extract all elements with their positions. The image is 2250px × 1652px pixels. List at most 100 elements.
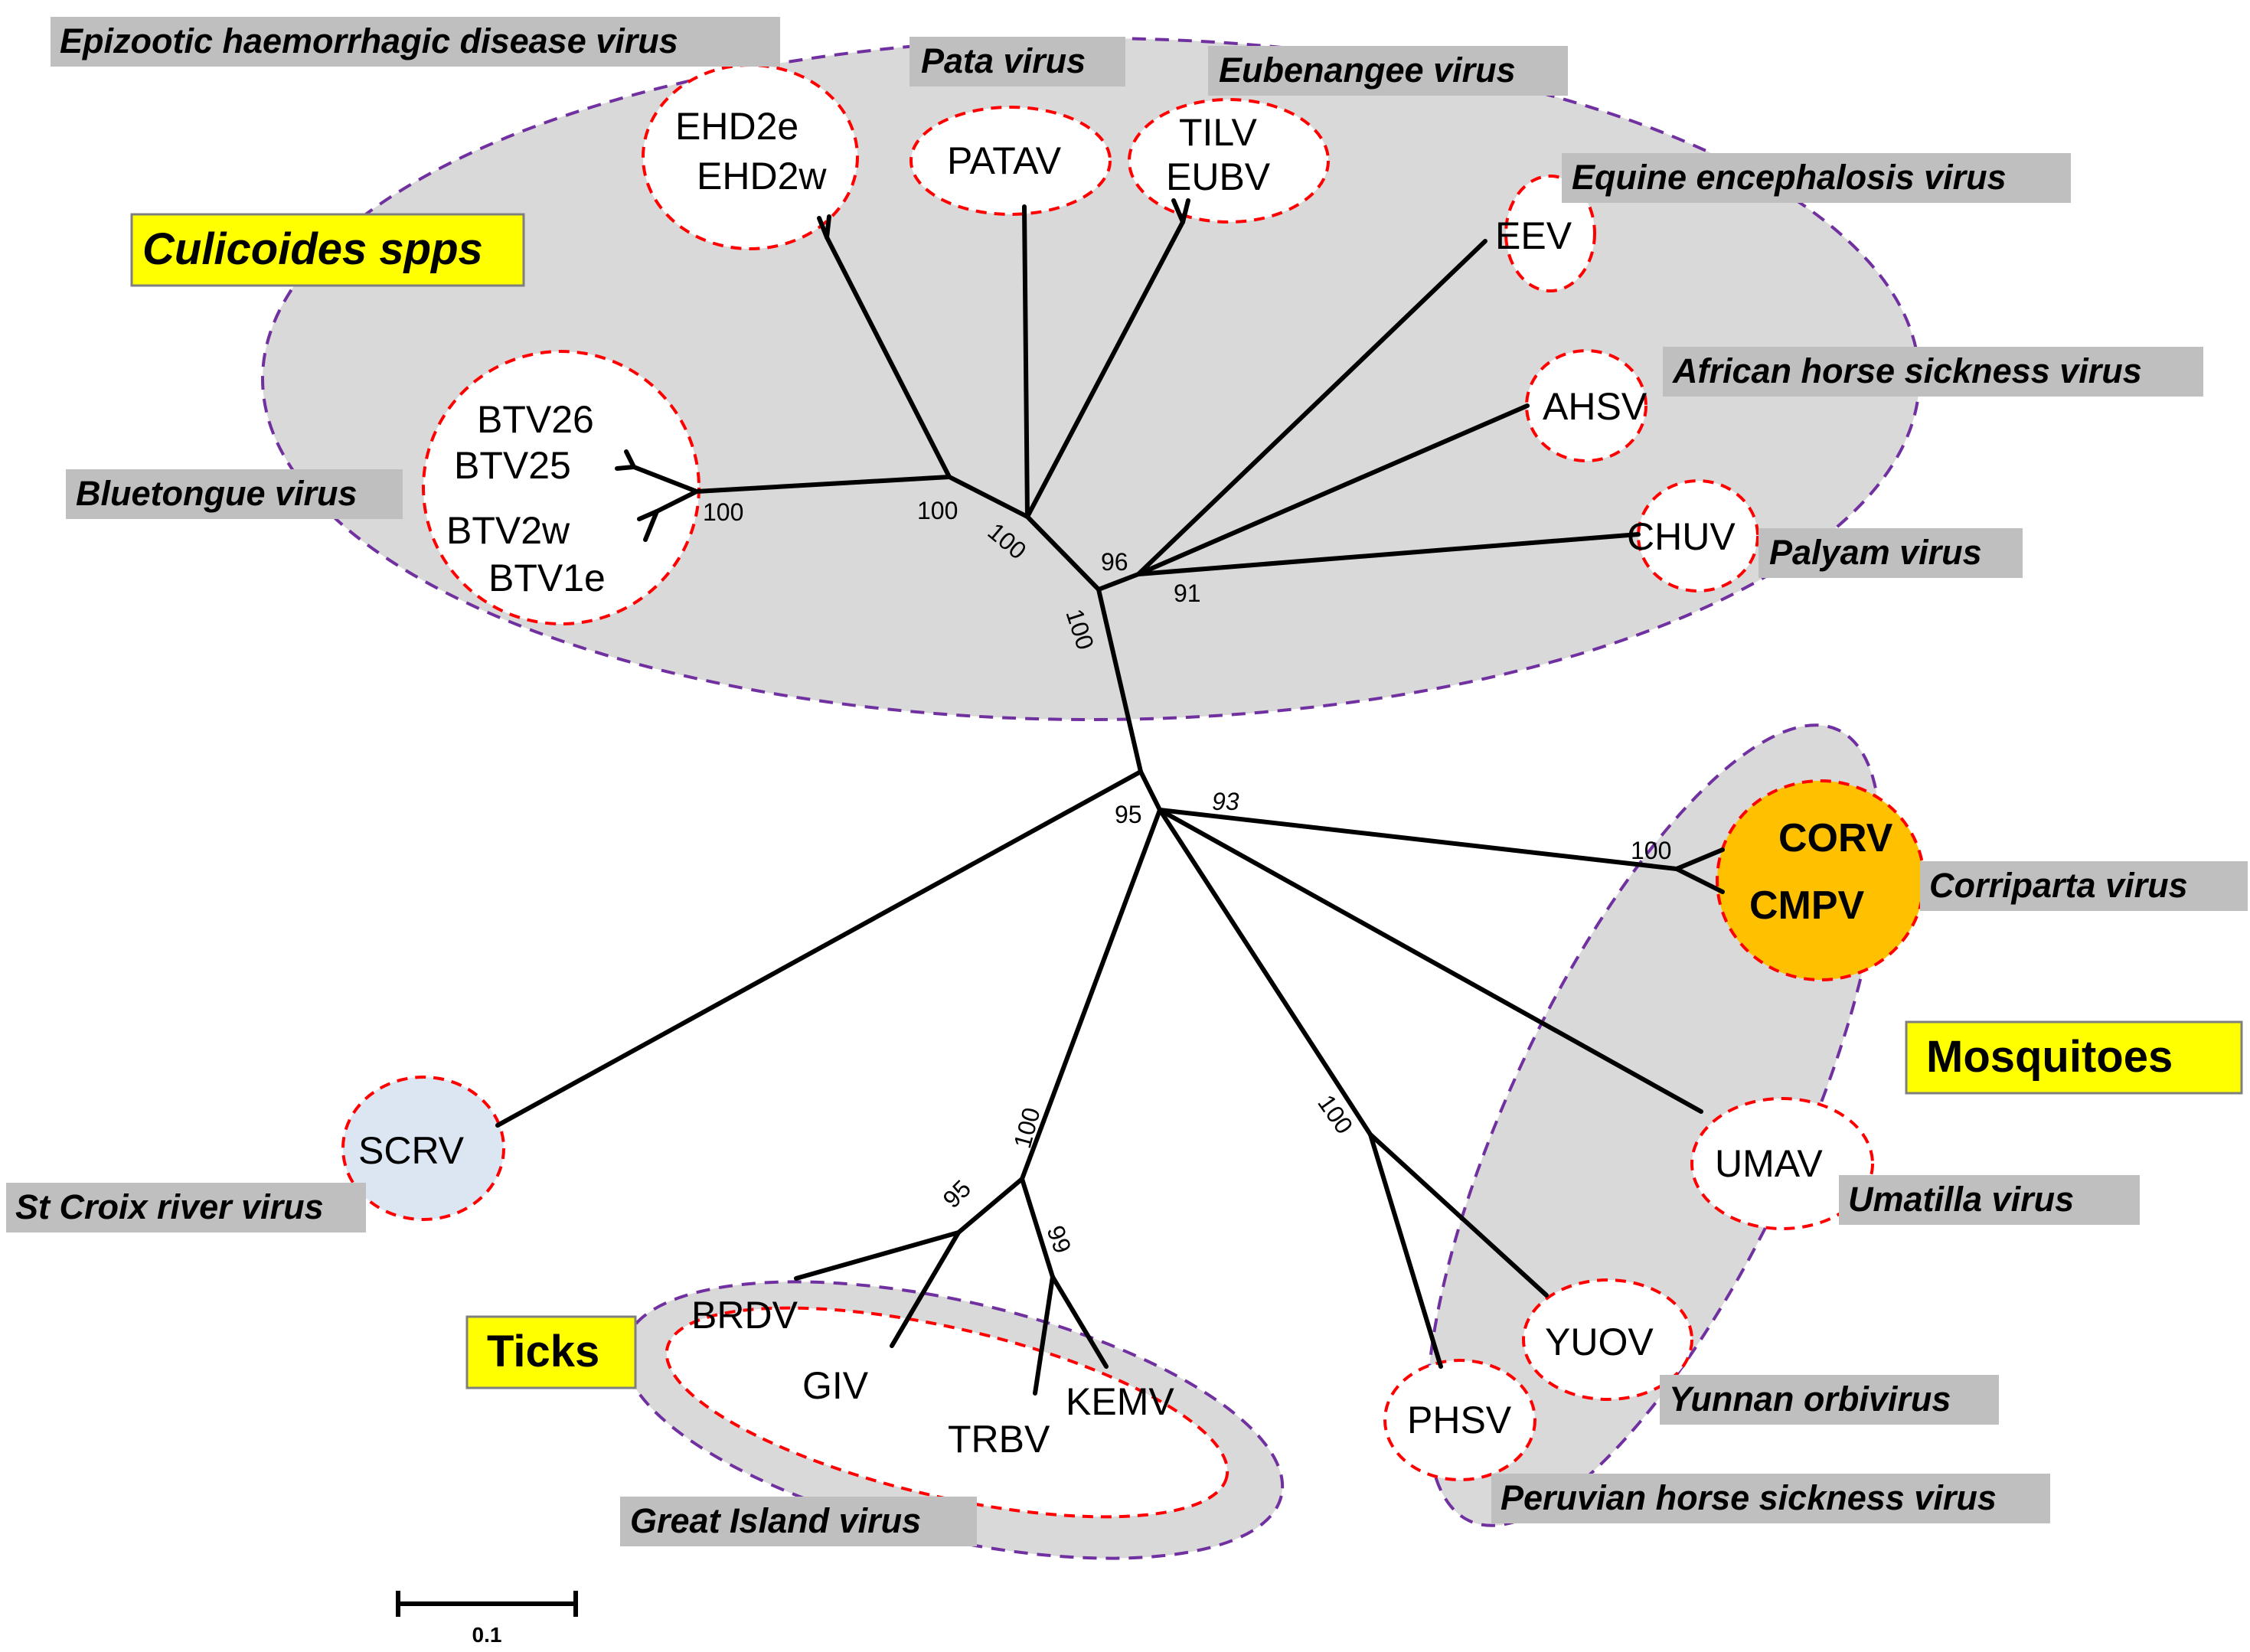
eubenangee-circle [1128, 98, 1330, 224]
tip-btv25: BTV25 [454, 444, 571, 487]
corriparta-circle [1716, 779, 1925, 981]
branch-corv [1674, 847, 1725, 871]
bootstrap-yuov: 100 [1312, 1089, 1358, 1138]
branch-root-to-mosq [1138, 769, 1162, 812]
branch-to-yuov [1368, 1132, 1549, 1298]
virus-name-ahsv: African horse sickness virus [1672, 351, 2142, 390]
tip-brdv: BRDV [691, 1294, 798, 1337]
chuv-circle [1637, 479, 1759, 593]
branch-to-trbv [1033, 1275, 1055, 1396]
branch-ehd-node-to-btv [694, 475, 952, 494]
branch-btv25 [632, 465, 699, 494]
yuov-circle [1522, 1278, 1693, 1401]
branch-to-phsv [1368, 1132, 1443, 1369]
branch-culi-to-ahsv-node [1096, 572, 1141, 592]
bootstrap-root: 95 [1115, 801, 1142, 828]
branch-to-umav [1158, 808, 1703, 1114]
virus-name-yunnan: Yunnan orbivirus [1669, 1379, 1951, 1419]
tip-ehd2e: EHD2e [675, 105, 798, 148]
branch-ehd-tip-b [825, 214, 831, 240]
branch-to-chuv [1136, 532, 1641, 576]
virus-name-eubenangee: Eubenangee virus [1219, 51, 1516, 90]
virus-name-pata: Pata virus [921, 41, 1086, 80]
tip-btv2w: BTV2w [446, 509, 570, 552]
branch-to-tick-node [1020, 808, 1162, 1181]
tree-branches [495, 198, 1725, 1396]
bootstrap-giv: 95 [937, 1174, 976, 1213]
vector-label-ticks: Ticks [487, 1327, 599, 1376]
virus-name-eev: Equine encephalosis virus [1572, 158, 2007, 197]
great-island-circle [665, 1306, 1229, 1519]
branch-root-to-scrv [495, 769, 1143, 1128]
tip-eev: EEV [1495, 214, 1572, 257]
tip-btv1e: BTV1e [488, 557, 606, 599]
branch-to-corv-node [1158, 808, 1679, 871]
branch-to-yuov-node [1158, 808, 1373, 1137]
branch-to-ahsv [1136, 403, 1530, 576]
bootstrap-chuv: 91 [1174, 580, 1201, 607]
branch-cmpv [1674, 867, 1725, 894]
bootstrap-ahsv: 96 [1101, 548, 1128, 576]
tip-yuov: YUOV [1545, 1321, 1654, 1363]
tip-patav: PATAV [947, 139, 1062, 182]
virus-name-labels: Epizootic haemorrhagic disease virus Pat… [6, 17, 2248, 1546]
tip-giv: GIV [802, 1364, 869, 1407]
tip-ehd2w: EHD2w [697, 155, 827, 198]
branch-btv26 [624, 449, 636, 469]
bootstrap-tick: 100 [1008, 1105, 1046, 1151]
branch-ehd-node-to-ehd [825, 235, 952, 479]
bootstrap-ehd: 100 [917, 497, 958, 524]
tip-ahsv: AHSV [1543, 385, 1647, 428]
branch-btv2w-b [643, 509, 659, 542]
virus-name-great-island: Great Island virus [630, 1501, 921, 1540]
virus-name-peruvian: Peruvian horse sickness virus [1501, 1478, 1997, 1517]
branch-to-kemv [1050, 1275, 1109, 1369]
virus-name-ehdv: Epizootic haemorrhagic disease virus [60, 21, 678, 60]
branch-eubv-tip-b [1181, 198, 1190, 224]
branch-pata-node-to-ehd-node [947, 475, 1030, 519]
bootstrap-corv: 100 [1631, 837, 1671, 864]
virus-name-corriparta: Corriparta virus [1929, 866, 2188, 905]
tip-chuv: CHUV [1627, 515, 1736, 558]
bootstrap-btv: 100 [703, 498, 743, 526]
scale-bar-label: 0.1 [472, 1623, 502, 1647]
virus-name-palyam: Palyam virus [1769, 533, 1982, 572]
scrv-circle [341, 1076, 505, 1221]
eev-circle [1504, 175, 1596, 292]
tip-scrv: SCRV [358, 1129, 465, 1172]
vector-label-mosquitoes: Mosquitoes [1926, 1032, 2173, 1082]
tip-trbv: TRBV [948, 1418, 1050, 1461]
umav-circle [1690, 1097, 1874, 1230]
branch-eubv-tip-a [1171, 198, 1185, 224]
branch-btv25-b [615, 465, 636, 471]
tip-phsv: PHSV [1407, 1399, 1512, 1441]
tip-kemv: KEMV [1066, 1380, 1174, 1423]
bootstrap-mosq: 93 [1212, 788, 1239, 815]
branch-to-eev [1136, 239, 1487, 576]
tip-eubv: EUBV [1166, 155, 1271, 198]
virus-name-umatilla: Umatilla virus [1848, 1180, 2074, 1219]
pata-circle [909, 106, 1112, 216]
taxon-outlines [341, 64, 1925, 1519]
branch-pata-node-to-eubv [1025, 220, 1185, 519]
tip-umav: UMAV [1715, 1142, 1823, 1185]
branch-to-kemv-node [1020, 1177, 1055, 1279]
virus-name-btv: Bluetongue virus [76, 474, 358, 513]
branch-to-giv-node [956, 1177, 1024, 1235]
virus-name-st-croix: St Croix river virus [15, 1187, 324, 1226]
ahsv-circle [1525, 349, 1647, 462]
phsv-circle [1383, 1359, 1536, 1481]
vector-labels: Culicoides spps Mosquitoes Ticks [130, 213, 2243, 1389]
tip-tilv: TILV [1179, 111, 1258, 154]
btv-circle [422, 350, 700, 625]
tip-cmpv: CMPV [1749, 883, 1865, 928]
branch-culi-to-pata-node [1025, 514, 1101, 592]
branch-pata-node-to-patav [1022, 204, 1030, 519]
branch-to-giv [890, 1230, 961, 1348]
vector-label-culicoides: Culicoides spps [142, 224, 483, 274]
branch-trunk [1096, 587, 1143, 774]
branch-to-brdv [794, 1230, 961, 1281]
branch-btv2w [655, 489, 699, 514]
scale-bar: 0.1 [396, 1591, 578, 1647]
